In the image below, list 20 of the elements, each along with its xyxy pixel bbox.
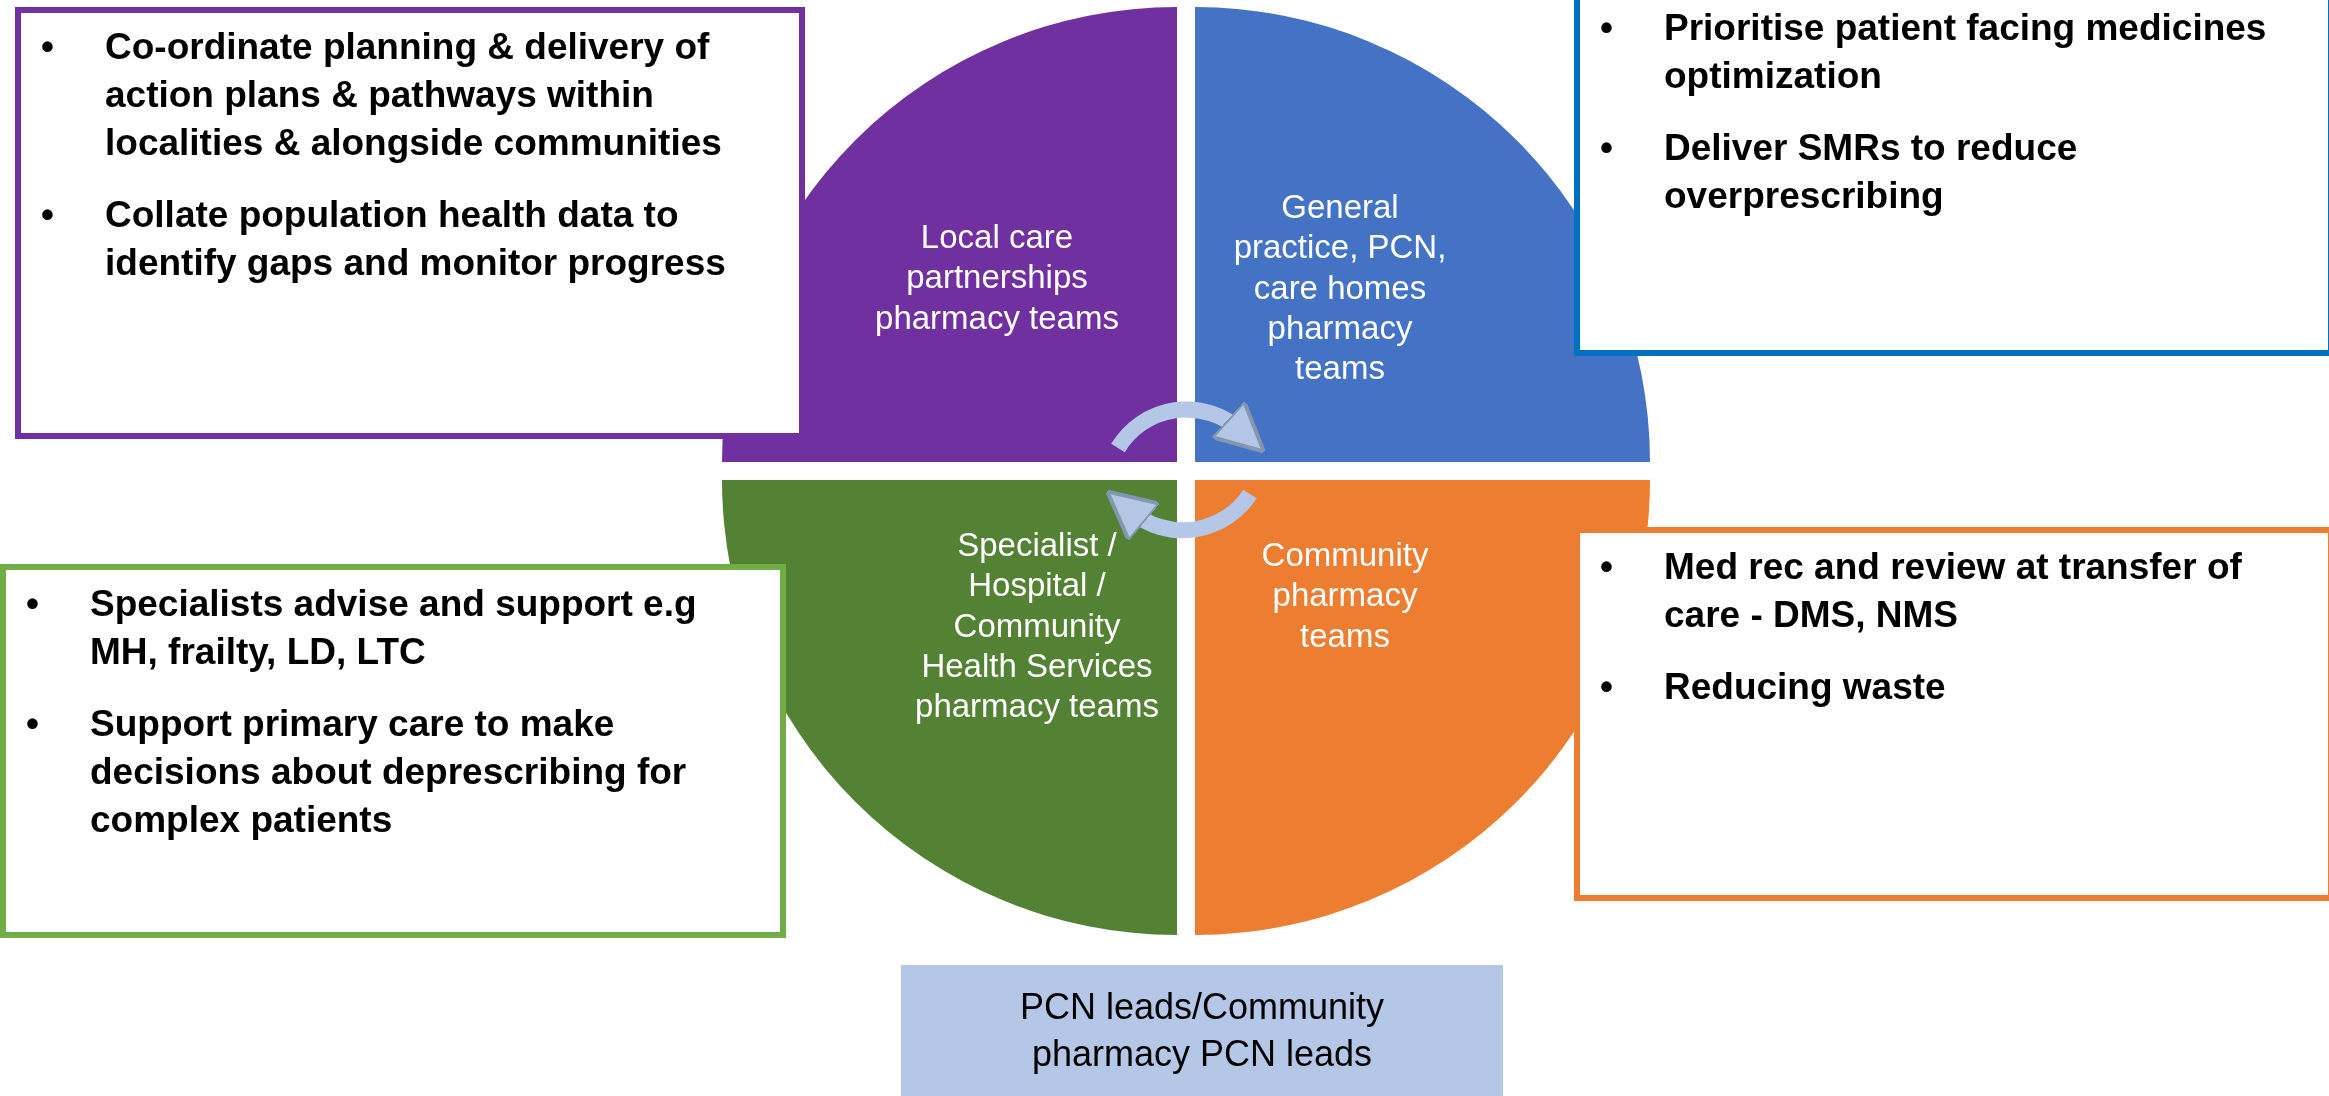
quadrant-label: Specialist / Hospital / Community Health Services pharmacy teams: [914, 525, 1160, 726]
quadrant-label: General practice, PCN, care homes pharmacy teams: [1232, 187, 1448, 388]
curved-arrow: [1111, 399, 1268, 453]
text-box: [1574, 0, 2329, 356]
bullet-text: • Med rec and review at transfer of care - DMS, NMS: [1600, 545, 2243, 638]
text-box: [15, 7, 805, 439]
bullet-text: • Co-ordinate planning & delivery of action plans & pathways within localities & alongside communities: [41, 25, 723, 166]
label-box: [901, 965, 1503, 1096]
bullet-text: • Collate population health data to identify gaps and monitor progress: [41, 193, 727, 286]
text-box: [0, 564, 786, 938]
quadrant-label: Community pharmacy teams: [1260, 535, 1430, 656]
bullet-text: • Reducing waste: [1600, 665, 1947, 710]
box-label: PCN leads/Community pharmacy PCN leads: [1018, 984, 1386, 1076]
bullet-text: • Specialists advise and support e.g MH, frailty, LD, LTC: [26, 582, 698, 675]
text-box: [1574, 527, 2329, 901]
quadrant-label: Local care partnerships pharmacy teams: [874, 217, 1120, 338]
curved-arrow: [1104, 489, 1257, 543]
bullet-text: • Support primary care to make decisions about deprescribing for complex patients: [26, 702, 688, 843]
bullet-text: • Prioritise patient facing medicines optimization: [1600, 6, 2268, 99]
bullet-text: • Deliver SMRs to reduce overprescribing: [1600, 126, 2079, 219]
